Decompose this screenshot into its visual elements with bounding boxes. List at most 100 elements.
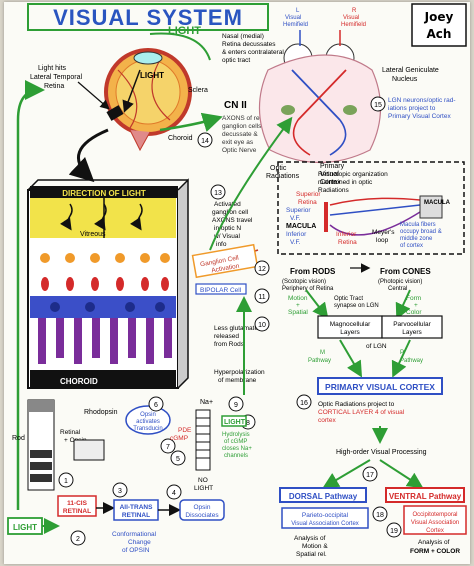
eye-inner-light: LIGHT	[140, 71, 164, 80]
svg-text:AXONS travel: AXONS travel	[212, 217, 253, 224]
svg-text:Opsin: Opsin	[140, 412, 156, 418]
svg-text:Parieto-occipital: Parieto-occipital	[302, 512, 349, 519]
svg-text:V.F.: V.F.	[290, 239, 301, 246]
svg-text:closes Na+: closes Na+	[222, 446, 252, 452]
sclera-label: Sclera	[188, 87, 208, 94]
svg-text:occupy broad &: occupy broad &	[400, 229, 442, 235]
svg-text:Color: Color	[406, 309, 422, 316]
dorsal-pathway-box: DORSAL Pathway	[289, 492, 358, 501]
svg-text:Conformational: Conformational	[112, 531, 157, 538]
ganglion-activation-note: 13 Activated ganglion cell AXONS travel …	[191, 116, 293, 279]
svg-text:Retinotopic organization: Retinotopic organization	[318, 171, 388, 178]
author-first: Joey	[424, 10, 454, 24]
svg-text:of LGN: of LGN	[366, 343, 387, 350]
from-cones-label: From CONES	[380, 267, 431, 276]
step-7: 7	[166, 444, 170, 451]
svg-text:Change: Change	[128, 539, 151, 546]
svg-text:& enters contralateral: & enters contralateral	[222, 49, 284, 56]
svg-text:of OPSIN: of OPSIN	[122, 547, 150, 554]
title-box: VISUAL SYSTEM	[27, 3, 269, 31]
step-17: 17	[366, 472, 374, 479]
svg-text:Lateral Geniculate: Lateral Geniculate	[382, 67, 439, 74]
svg-text:Spatial rel.: Spatial rel.	[296, 551, 327, 558]
step-9: 9	[234, 402, 238, 409]
svg-text:Radiations: Radiations	[318, 187, 349, 194]
svg-text:NO: NO	[198, 477, 208, 484]
light-loop-arrow	[16, 80, 45, 510]
svg-text:Layers: Layers	[340, 329, 360, 336]
svg-text:Radiations: Radiations	[266, 173, 300, 180]
svg-text:Light hits: Light hits	[38, 65, 67, 72]
ventral-pathway-box: VENTRAL Pathway	[389, 492, 462, 501]
step-11: 11	[258, 294, 265, 301]
svg-text:Hemifield: Hemifield	[283, 22, 308, 28]
step-10: 10	[258, 322, 266, 329]
step-4: 4	[172, 490, 176, 497]
svg-text:loop: loop	[376, 237, 389, 244]
page-title: VISUAL SYSTEM	[53, 5, 243, 30]
svg-text:Optic: Optic	[270, 165, 287, 172]
svg-text:(Scotopic vision): (Scotopic vision)	[282, 279, 326, 285]
step-1: 1	[64, 478, 68, 485]
svg-text:activates: activates	[136, 419, 160, 425]
step-6: 6	[154, 402, 158, 409]
vitreous-label: Vitreous	[80, 231, 106, 238]
author-box: Joey Ach	[411, 3, 467, 47]
svg-text:BIPOLAR Cell: BIPOLAR Cell	[200, 287, 242, 294]
svg-text:Inferior: Inferior	[286, 231, 307, 238]
svg-text:Parvocellular: Parvocellular	[393, 321, 431, 328]
svg-text:iations project to: iations project to	[388, 105, 436, 112]
step-12: 12	[258, 266, 266, 273]
svg-text:cortex: cortex	[318, 417, 336, 424]
choroid-label: Choroid	[168, 135, 193, 142]
svg-text:ganglion cell: ganglion cell	[212, 209, 249, 216]
svg-text:Visual: Visual	[285, 15, 301, 21]
step-13: 13	[214, 190, 222, 197]
svg-text:Occipitotemporal: Occipitotemporal	[412, 512, 457, 518]
svg-text:Layers: Layers	[402, 329, 422, 336]
svg-text:maintained in optic: maintained in optic	[318, 179, 373, 186]
eyeball-illustration: LIGHT LIGHT Sclera Choroid	[104, 25, 211, 152]
step-2: 2	[76, 536, 80, 543]
choroid-layer-label: CHOROID	[60, 377, 98, 386]
step-19: 19	[390, 528, 398, 535]
svg-text:of membrane: of membrane	[218, 377, 257, 384]
svg-text:Pathway: Pathway	[400, 358, 423, 364]
svg-text:Opsin: Opsin	[194, 504, 211, 511]
svg-text:info: info	[216, 241, 227, 248]
svg-text:LIGHT: LIGHT	[224, 419, 246, 426]
svg-text:Optic Tract: Optic Tract	[334, 296, 363, 302]
svg-text:Nasal (medial): Nasal (medial)	[222, 33, 264, 40]
svg-text:Motion: Motion	[288, 295, 308, 302]
svg-text:Cortex: Cortex	[320, 179, 341, 186]
svg-text:Visual Association: Visual Association	[411, 520, 459, 526]
svg-text:RETINAL: RETINAL	[122, 512, 150, 519]
svg-text:decussate &: decussate &	[222, 131, 258, 138]
light-box: LIGHT	[13, 523, 37, 532]
svg-text:Cortex: Cortex	[426, 528, 444, 534]
svg-text:Analysis of: Analysis of	[294, 535, 326, 542]
svg-text:MACULA: MACULA	[286, 223, 316, 230]
svg-text:CORTICAL LAYER 4 of visual: CORTICAL LAYER 4 of visual	[318, 409, 405, 416]
phototransduction-section: Rod Rhodopsin Retinal + Opsin 1 LIGHT 2 …	[7, 396, 256, 554]
svg-text:V.F.: V.F.	[290, 215, 301, 222]
svg-text:Pathway: Pathway	[308, 358, 331, 364]
svg-text:cGMP: cGMP	[170, 435, 188, 442]
svg-text:Hemifield: Hemifield	[341, 22, 366, 28]
svg-text:(Photopic vision): (Photopic vision)	[378, 279, 422, 285]
svg-text:in optic N: in optic N	[214, 225, 241, 232]
svg-text:Macula fibers: Macula fibers	[400, 222, 436, 228]
svg-text:Optic Radiations project to: Optic Radiations project to	[318, 401, 395, 408]
light-hits-note: Light hits Lateral Temporal Retina	[30, 65, 110, 110]
svg-text:Activated: Activated	[214, 201, 241, 208]
step-5: 5	[176, 456, 180, 463]
step-8: 8	[246, 420, 250, 427]
svg-text:from Rods: from Rods	[214, 341, 245, 348]
svg-text:RETINAL: RETINAL	[63, 508, 91, 515]
svg-text:LIGHT: LIGHT	[194, 485, 213, 492]
svg-text:Retina: Retina	[44, 83, 64, 90]
svg-text:optic tract: optic tract	[222, 57, 250, 64]
svg-text:channels: channels	[224, 453, 248, 459]
svg-text:LGN neurons/optic rad-: LGN neurons/optic rad-	[388, 97, 456, 104]
svg-text:Form: Form	[406, 295, 421, 302]
